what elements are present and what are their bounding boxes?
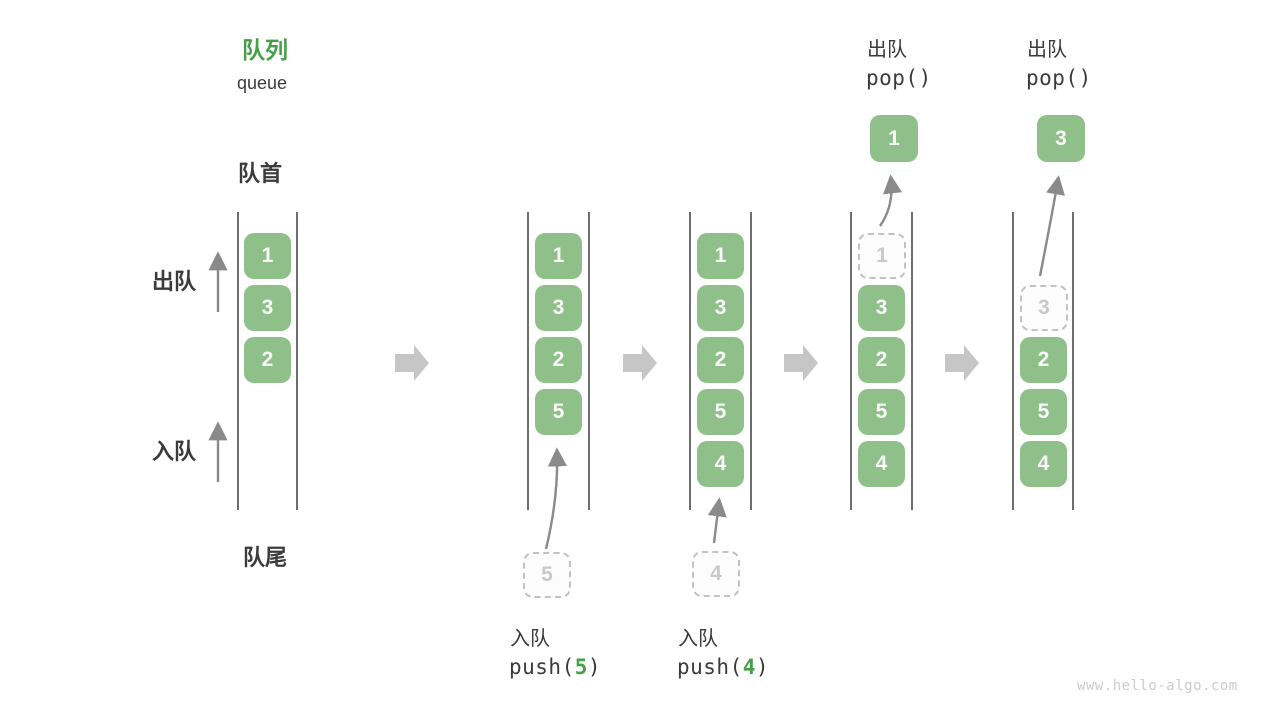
queue-front-label: 队首 xyxy=(238,161,283,186)
queue-item-box: 2 xyxy=(858,337,905,383)
right-block-arrow-icon xyxy=(623,345,657,381)
pop2-code-label: pop() xyxy=(1026,66,1092,90)
queue-column-walls xyxy=(237,212,1074,510)
dequeue-side-label: 出队 xyxy=(152,269,197,294)
queue-item-box: 1 xyxy=(535,233,582,279)
queue-item-box: 4 xyxy=(697,441,744,487)
push5-arg: 5 xyxy=(574,655,588,679)
queue-item-box: 5 xyxy=(858,389,905,435)
queue-item-box: 5 xyxy=(1020,389,1067,435)
diagram-title: 队列 xyxy=(242,37,288,63)
pop1-code-label: pop() xyxy=(866,66,932,90)
push4-code-label: push(4) xyxy=(677,655,769,679)
push5-close: ) xyxy=(587,655,602,679)
right-block-arrow-icon xyxy=(395,345,429,381)
queue-item-box: 2 xyxy=(697,337,744,383)
queue-item-box: 3 xyxy=(858,285,905,331)
queue-item-box: 1 xyxy=(697,233,744,279)
removed-item-ghost-box: 1 xyxy=(858,233,906,279)
diagram-subtitle: queue xyxy=(237,73,288,93)
queue-item-box: 3 xyxy=(244,285,291,331)
pop2-arrow-icon xyxy=(1038,175,1065,277)
push5-arrow-icon xyxy=(544,447,568,550)
queue-item-box: 5 xyxy=(535,389,582,435)
queue-rear-label: 队尾 xyxy=(243,545,288,570)
incoming-item-ghost-box: 5 xyxy=(523,552,571,598)
queue-item-box: 4 xyxy=(1020,441,1067,487)
right-block-arrow-icon xyxy=(945,345,979,381)
push5-code-label: push(5) xyxy=(509,655,601,679)
push4-arrow-icon xyxy=(707,497,727,544)
queue-item-box: 2 xyxy=(1020,337,1067,383)
push5-fn: push( xyxy=(509,655,575,679)
queue-item-box: 4 xyxy=(858,441,905,487)
queue-item-box: 2 xyxy=(535,337,582,383)
push4-arg: 4 xyxy=(742,655,756,679)
queue-item-box: 3 xyxy=(697,285,744,331)
watermark: www.hello-algo.com xyxy=(1077,678,1238,694)
enqueue-op-label: 入队 xyxy=(678,628,718,650)
popped-item-box: 3 xyxy=(1037,115,1085,162)
enqueue-side-label: 入队 xyxy=(152,439,197,464)
pop1-arrow-icon xyxy=(879,174,903,227)
push4-fn: push( xyxy=(677,655,743,679)
dequeue-op-label: 出队 xyxy=(1027,39,1067,61)
popped-item-box: 1 xyxy=(870,115,918,162)
flow-arrows xyxy=(208,174,1065,550)
queue-item-box: 2 xyxy=(244,337,291,383)
enqueue-op-label: 入队 xyxy=(510,628,550,650)
incoming-item-ghost-box: 4 xyxy=(692,551,740,597)
queue-item-box: 3 xyxy=(535,285,582,331)
queue-item-box: 1 xyxy=(244,233,291,279)
removed-item-ghost-box: 3 xyxy=(1020,285,1068,331)
queue-item-box: 5 xyxy=(697,389,744,435)
push4-close: ) xyxy=(755,655,770,679)
right-block-arrow-icon xyxy=(784,345,818,381)
dequeue-op-label: 出队 xyxy=(867,39,907,61)
